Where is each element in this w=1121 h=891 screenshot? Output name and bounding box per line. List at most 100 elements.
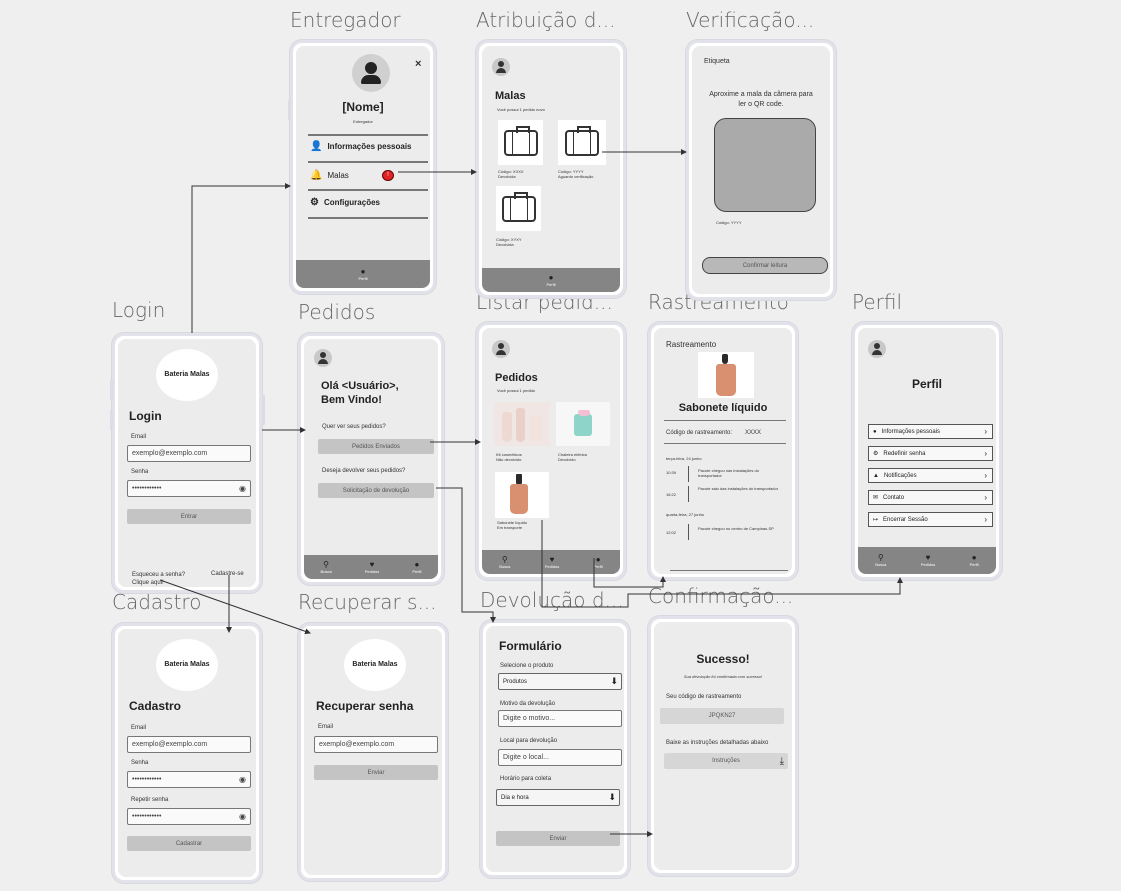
return-request-button[interactable]: Solicitação de devolução	[318, 483, 434, 498]
nav-pedidos[interactable]: ♥Pedidos	[364, 559, 380, 574]
product-image[interactable]	[556, 402, 610, 446]
profile-icon: ●	[595, 554, 601, 564]
tracking-date: terça-feira, 24 junho	[666, 456, 702, 461]
profile-icon: ●	[548, 272, 554, 282]
logo: Bateria Malas	[156, 639, 218, 691]
reason-field[interactable]: Digite o motivo...	[498, 710, 622, 727]
phone-verificacao: Etiqueta Aproxime a mala da câmera para …	[686, 40, 836, 300]
bottom-nav: ⚲Busca ♥Pedidos ●Perfil	[858, 547, 996, 574]
confirm-read-button[interactable]: Confirmar leitura	[702, 257, 828, 274]
eye-icon[interactable]: ◉	[239, 812, 246, 821]
profile-item-logout[interactable]: ↦Encerrar Sessão›	[868, 512, 993, 527]
nav-busca[interactable]: ⚲Busca	[499, 554, 511, 569]
send-button[interactable]: Enviar	[314, 765, 438, 780]
product-status: Não devolvido	[496, 457, 522, 462]
subtitle: Você possui 1 pedido	[497, 388, 536, 393]
dropdown-arrow-icon: ⬇	[610, 676, 618, 686]
menu-item-settings[interactable]: ⚙Configurações	[310, 197, 380, 208]
eye-icon[interactable]: ◉	[239, 484, 246, 493]
nav-perfil[interactable]: ●Perfil	[969, 553, 979, 568]
password-field[interactable]: ••••••••••••◉	[127, 771, 251, 788]
nav-perfil[interactable]: ●Perfil	[593, 554, 603, 569]
signup-link[interactable]: Cadastre-se	[211, 571, 244, 577]
bottom-nav: ⚲Busca ♥Pedidos ●Perfil	[304, 555, 438, 579]
profile-name: [Nome]	[342, 100, 384, 114]
nav-perfil[interactable]: ●Perfil	[358, 266, 368, 281]
bag-image[interactable]	[558, 120, 606, 165]
login-button[interactable]: Entrar	[127, 509, 251, 524]
profile-item-contact[interactable]: ✉Contato›	[868, 490, 993, 505]
nav-perfil[interactable]: ●Perfil	[412, 559, 422, 574]
submit-button[interactable]: Enviar	[496, 831, 620, 846]
phone-listar: Pedidos Você possui 1 pedido Kit cosméti…	[476, 322, 626, 580]
user-icon[interactable]	[314, 349, 332, 367]
product-image[interactable]	[494, 402, 550, 446]
orders-sent-button[interactable]: Pedidos Enviados	[318, 439, 434, 454]
email-field[interactable]: exemplo@exemplo.com	[127, 445, 251, 462]
screen-recuperar: Bateria Malas Recuperar senha Email exem…	[304, 629, 442, 875]
event-time: 10:39	[666, 470, 677, 475]
bag-code: Código: YYYY	[558, 169, 584, 174]
screen-atribuicao: Malas Você possui 1 pedido novo Código: …	[482, 46, 620, 292]
nav-perfil[interactable]: ●Perfil	[546, 272, 556, 287]
tracking-code-value: XXXX	[745, 430, 762, 436]
email-field[interactable]: exemplo@exemplo.com	[127, 736, 251, 753]
user-icon[interactable]	[492, 340, 510, 358]
close-icon[interactable]: ×	[415, 58, 422, 70]
question-orders: Quer ver seus pedidos?	[322, 424, 386, 430]
frame-title-atribuicao: Atribuição d...	[476, 8, 616, 32]
forgot-password-link[interactable]: Esqueceu a senha? Clique aqui!	[132, 572, 186, 586]
email-field[interactable]: exemplo@exemplo.com	[314, 736, 438, 753]
gear-icon: ⚙	[310, 197, 319, 208]
bag-image[interactable]	[498, 120, 543, 165]
bag-image[interactable]	[496, 186, 541, 231]
reason-label: Motivo da devolução	[500, 701, 556, 707]
greeting: Olá <Usuário>, Bem Vindo!	[321, 380, 399, 406]
header-title: Rastreamento	[666, 340, 717, 349]
frame-title-login: Login	[112, 298, 166, 322]
event-text: Pacote chegou nas instalações do transpo…	[698, 468, 759, 478]
instruction-text: Aproxime a mala da câmera para ler o QR …	[709, 91, 813, 108]
place-field[interactable]: Digite o local...	[498, 749, 622, 766]
product-select[interactable]: Produtos⬇	[498, 673, 622, 690]
signup-button[interactable]: Cadastrar	[127, 836, 251, 851]
instructions-download-button[interactable]: Instruções⤓	[664, 753, 788, 769]
frame-title-verificacao: Verificação...	[686, 8, 815, 32]
bell-icon: ▲	[873, 472, 879, 479]
eye-icon[interactable]: ◉	[239, 775, 246, 784]
mail-icon: ✉	[873, 495, 879, 501]
gear-icon: ⚙	[873, 451, 879, 457]
time-select[interactable]: Dia e hora⬇	[496, 789, 620, 806]
password-field[interactable]: ••••••••••••◉	[127, 480, 251, 497]
frame-title-entregador: Entregador	[290, 8, 401, 32]
phone-confirmacao: Sucesso! Sua devolução foi confirmada co…	[648, 616, 798, 876]
profile-item-notifications[interactable]: ▲Notificações›	[868, 468, 993, 483]
nav-pedidos[interactable]: ♥Pedidos	[920, 553, 936, 568]
repeat-password-field[interactable]: ••••••••••••◉	[127, 808, 251, 825]
product-image[interactable]	[495, 472, 549, 518]
screen-verificacao: Etiqueta Aproxime a mala da câmera para …	[692, 46, 830, 294]
profile-item-personal-info[interactable]: ●Informações pessoais›	[868, 424, 993, 439]
phone-pedidos: Olá <Usuário>, Bem Vindo! Quer ver seus …	[298, 333, 444, 585]
frame-title-confirmacao: Confirmação...	[648, 584, 794, 608]
nav-pedidos[interactable]: ♥Pedidos	[544, 554, 560, 569]
menu-item-personal-info[interactable]: 👤Informações pessoais	[310, 141, 412, 152]
screen-cadastro: Bateria Malas Cadastro Email exemplo@exe…	[118, 629, 256, 877]
page-title: Recuperar senha	[316, 699, 414, 713]
screen-listar: Pedidos Você possui 1 pedido Kit cosméti…	[482, 328, 620, 574]
instructions-label: Baixe as instruções detalhadas abaixo	[666, 740, 769, 746]
heart-icon: ♥	[925, 553, 931, 562]
nav-busca[interactable]: ⚲Busca	[875, 553, 887, 568]
nav-busca[interactable]: ⚲Busca	[320, 559, 332, 574]
password-label: Senha	[131, 760, 149, 766]
user-icon[interactable]	[868, 340, 886, 358]
menu-item-malas[interactable]: 🔔Malas	[310, 170, 349, 181]
user-icon[interactable]	[492, 58, 510, 76]
product-status: Em transporte	[497, 525, 523, 530]
logo: Bateria Malas	[344, 639, 406, 691]
profile-icon: ●	[414, 559, 420, 569]
bell-icon: 🔔	[310, 170, 323, 181]
divider	[664, 420, 786, 421]
profile-item-reset-password[interactable]: ⚙Redefinir senha›	[868, 446, 993, 461]
divider	[664, 443, 786, 444]
